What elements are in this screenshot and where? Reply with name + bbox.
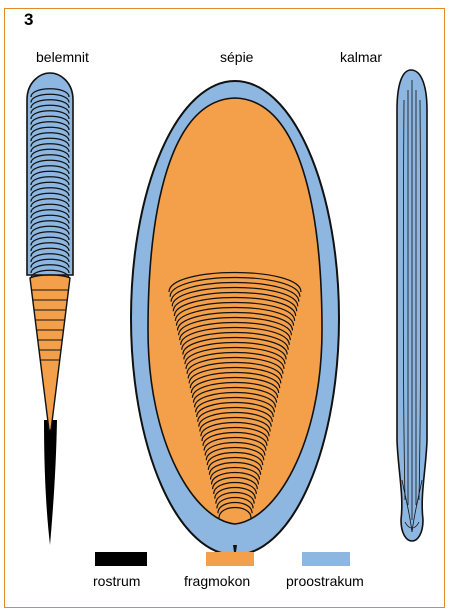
sepie-fragmokon <box>148 98 322 524</box>
legend-label-fragmokon: fragmokon <box>184 573 250 589</box>
legend-label-proostrakum: proostrakum <box>286 573 364 589</box>
legend-swatch-proostrakum <box>302 552 350 566</box>
belemnite-fragmokon <box>30 275 70 430</box>
legend-swatch-fragmokon <box>206 552 254 566</box>
belemnite-illustration <box>27 73 73 545</box>
legend-label-rostrum: rostrum <box>93 573 140 589</box>
legend-swatch-rostrum <box>95 552 147 566</box>
belemnite-rostrum <box>44 420 57 545</box>
sepie-illustration <box>131 81 339 555</box>
kalmar-illustration <box>397 70 427 541</box>
